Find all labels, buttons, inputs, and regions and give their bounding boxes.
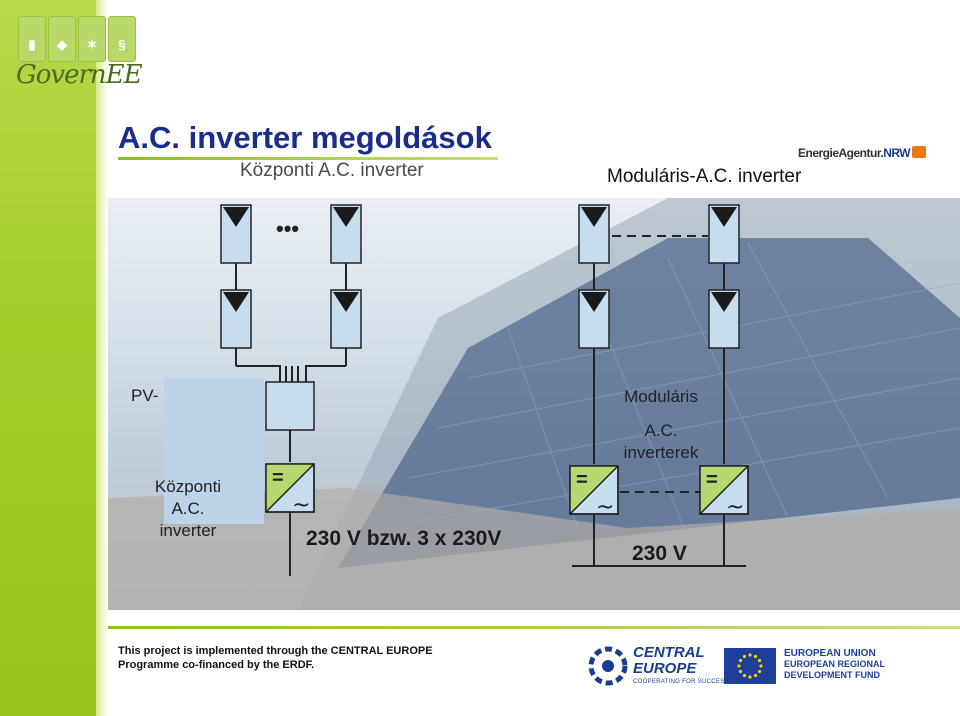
- energieagentur-logo: EnergieAgentur.NRW: [798, 146, 927, 160]
- voltage-modular-label: 230 V: [632, 542, 687, 565]
- modular-inverter-label: Moduláris A.C. inverterek: [605, 386, 717, 464]
- modular-label-line-3: inverterek: [623, 443, 699, 462]
- pv-module-5: [578, 204, 610, 264]
- dc-symbol-modular-2: =: [706, 469, 718, 491]
- modular-label-line-1: Moduláris: [624, 387, 698, 406]
- logo-tile-building: ▮: [18, 16, 46, 62]
- subtitle-central: Központi A.C. inverter: [240, 160, 424, 181]
- energieagentur-nrw: NRW: [883, 146, 911, 160]
- dc-symbol-central: =: [272, 467, 284, 489]
- logo-leaf-icon: ◆: [57, 37, 67, 52]
- pv-label: PV-: [131, 386, 159, 405]
- pv-module-1: [220, 204, 252, 264]
- pv-module-6: [708, 204, 740, 264]
- logo-tile-leaf: ◆: [48, 16, 76, 62]
- ce-tagline: COOPERATING FOR SUCCESS.: [633, 679, 731, 685]
- logo-tile-law: §: [108, 16, 136, 62]
- dc-symbol-modular-1: =: [576, 469, 588, 491]
- footer-note: This project is implemented through the …: [118, 644, 433, 672]
- ellipsis-dots: •••: [276, 216, 299, 241]
- pv-module-7: [578, 289, 610, 349]
- energieagentur-mark-icon: [912, 146, 927, 158]
- roof-solar-photo: [108, 198, 960, 610]
- sidebar-band: [0, 0, 96, 716]
- voltage-central-label: 230 V bzw. 3 x 230V: [306, 527, 502, 550]
- subtitle-modular: Moduláris-A.C. inverter: [607, 166, 802, 187]
- ac-symbol-modular-1: ~: [596, 495, 614, 520]
- pv-module-8: [708, 289, 740, 349]
- eu-flag-icon: [724, 648, 776, 684]
- roof-photo-illustration: [108, 198, 960, 610]
- ce-line-1: CENTRAL: [633, 644, 705, 661]
- central-inverter-panel: [164, 378, 264, 524]
- title-underline: [118, 157, 498, 160]
- modular-label-line-2: A.C.: [644, 421, 678, 440]
- ac-symbol-modular-2: ~: [726, 495, 744, 520]
- ce-line-2: EUROPE: [633, 660, 697, 677]
- eu-line-2: EUROPEAN REGIONAL: [784, 659, 886, 669]
- central-label-line-3: inverter: [159, 521, 217, 540]
- sidebar-fade: [96, 0, 108, 716]
- central-inverter-label: Központi A.C. inverter: [138, 476, 238, 542]
- eu-line-1: EUROPEAN UNION: [784, 648, 876, 659]
- slide-title: A.C. inverter megoldások: [118, 120, 492, 155]
- logo-building-icon: ▮: [28, 37, 36, 52]
- central-label-line-1: Központi: [154, 477, 222, 496]
- logo-paragraph-icon: §: [118, 37, 126, 52]
- governee-logo: GovernEE: [16, 60, 143, 90]
- eu-erdf-logo-text: EUROPEAN UNION EUROPEAN REGIONAL DEVELOP…: [784, 648, 885, 681]
- pv-module-3: [220, 289, 252, 349]
- energieagentur-name: EnergieAgentur.: [798, 146, 884, 160]
- logo-tile-sun: ✶: [78, 16, 106, 62]
- logo-sun-icon: ✶: [86, 37, 98, 52]
- pv-module-2: [330, 204, 362, 264]
- central-label-line-2: A.C.: [171, 499, 205, 518]
- footer-line-1: This project is implemented through the …: [118, 645, 433, 657]
- ac-symbol-central: ~: [292, 493, 310, 518]
- footer-line-2: Programme co-financed by the ERDF.: [118, 659, 315, 671]
- eu-line-3: DEVELOPMENT FUND: [784, 670, 881, 680]
- pv-module-4: [330, 289, 362, 349]
- footer-divider: [108, 626, 960, 629]
- central-europe-logo-text: CENTRAL EUROPE: [633, 645, 705, 677]
- central-europe-logo-icon: [588, 646, 628, 686]
